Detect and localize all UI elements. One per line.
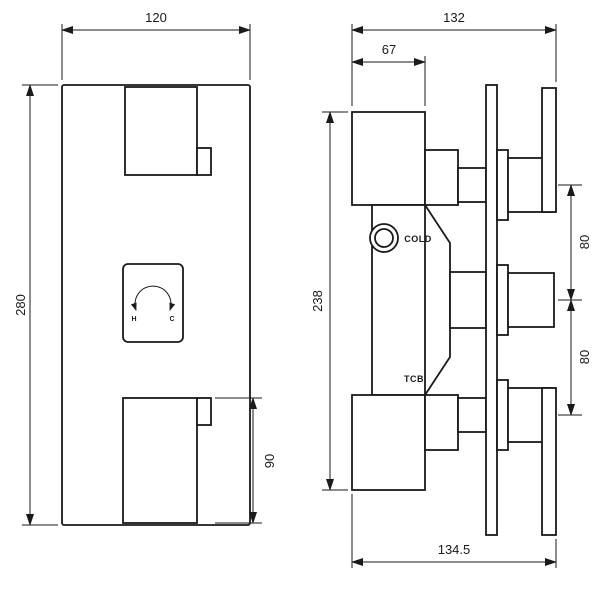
front-width-label: 120 <box>145 10 167 25</box>
lower-spacing-label: 80 <box>577 350 592 364</box>
cold-inlet-inner-circle <box>374 228 394 248</box>
body-depth-label: 67 <box>382 42 396 57</box>
body-bottom-side-block <box>424 394 459 451</box>
body-bottom-connector <box>457 397 487 433</box>
bottom-handle-body <box>122 397 198 524</box>
valve-body: COLD TCB <box>351 111 487 491</box>
body-bottom-block <box>351 394 426 491</box>
tcb-label: TCB <box>404 374 424 384</box>
temp-control: H C <box>122 263 184 343</box>
top-handle-body <box>124 86 198 176</box>
top-handle-step <box>196 147 212 176</box>
wall-plate-edge <box>485 84 498 536</box>
cold-letter-label: C <box>169 316 174 323</box>
front-height-label: 280 <box>13 294 28 316</box>
body-top-block <box>351 111 426 206</box>
handle-mid-assembly <box>496 264 555 336</box>
handle-bottom-escutcheon <box>496 379 509 451</box>
body-height-label: 238 <box>310 290 325 312</box>
top-handle <box>124 86 212 176</box>
dim-body-height: 238 <box>310 111 348 491</box>
dim-handle-spacing: 80 80 <box>558 184 592 416</box>
cold-port-label: COLD <box>404 234 432 244</box>
bottom-lever-blade <box>541 387 557 536</box>
handle-mid-escutcheon <box>496 264 509 336</box>
dim-overall-depth: 134.5 <box>351 494 557 568</box>
bottom-handle-step <box>196 397 212 426</box>
top-lever-blade <box>541 87 557 213</box>
overall-depth-label: 134.5 <box>438 542 471 557</box>
dim-body-depth: 67 <box>351 42 426 106</box>
upper-spacing-label: 80 <box>577 235 592 249</box>
temp-control-plate <box>122 263 184 343</box>
dim-front-height: 280 <box>13 84 58 526</box>
side-view: COLD TCB <box>351 84 557 536</box>
bottom-handle <box>122 397 212 524</box>
body-top-side-block <box>424 149 459 206</box>
dim-side-overall-width: 132 <box>351 10 557 106</box>
side-overall-width-label: 132 <box>443 10 465 25</box>
handle-mid-boss <box>507 272 555 328</box>
bottom-handle-dim-label: 90 <box>262 454 277 468</box>
dim-bottom-handle: 90 <box>215 397 277 524</box>
front-view: H C <box>61 84 251 526</box>
dim-front-width: 120 <box>61 10 251 80</box>
body-top-connector <box>457 167 487 203</box>
body-mid-connector <box>449 271 487 329</box>
handle-top-escutcheon <box>496 149 509 221</box>
hot-label: H <box>131 316 136 323</box>
temp-direction-arc-icon <box>130 285 176 311</box>
